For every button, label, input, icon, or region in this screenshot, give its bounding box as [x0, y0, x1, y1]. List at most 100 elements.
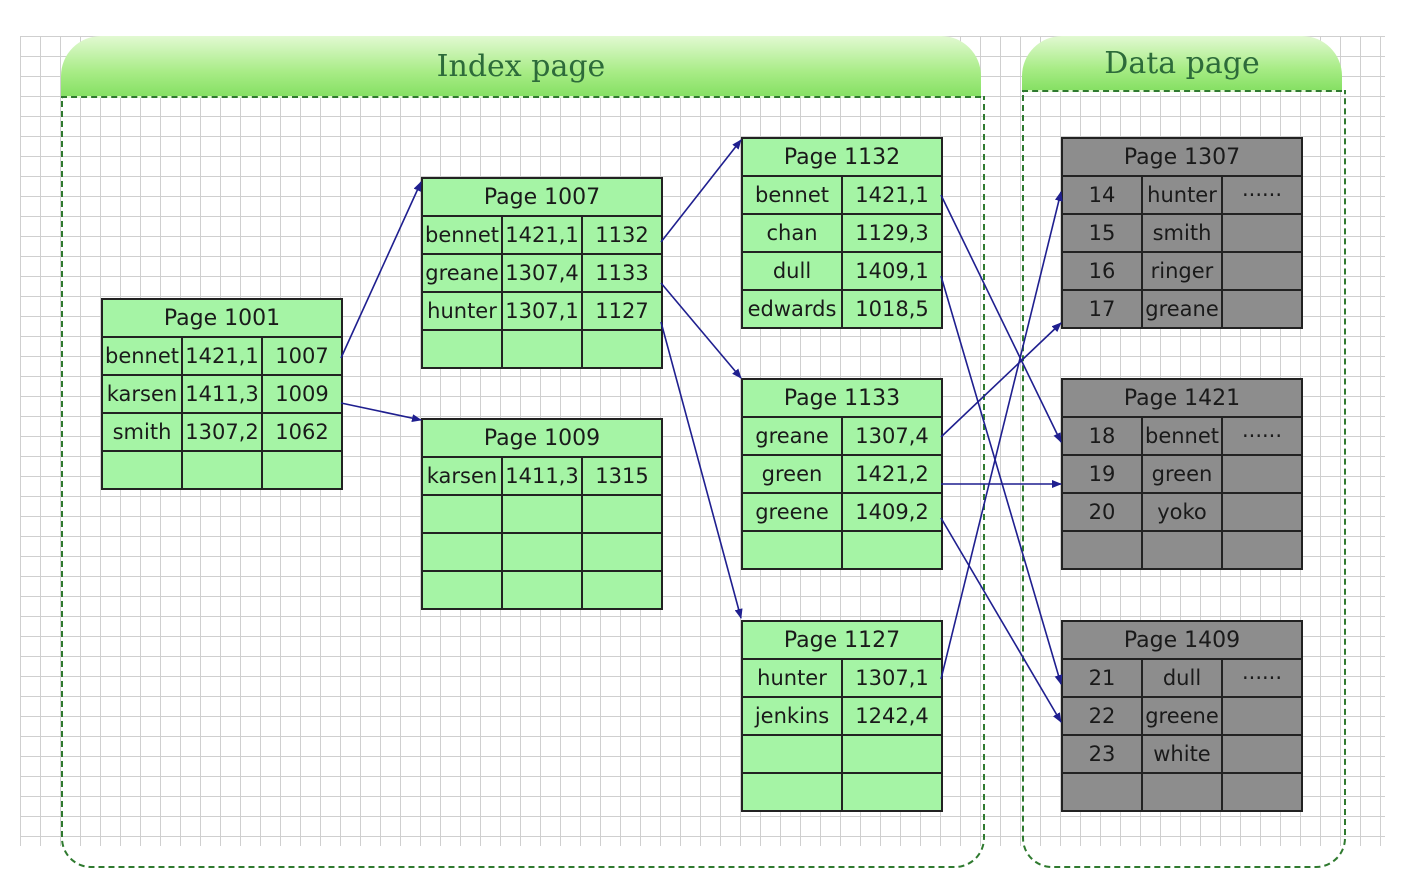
page-1007-rowid: 1307,4 — [501, 253, 583, 293]
page-1307-name: smith — [1141, 213, 1223, 253]
empty-cell — [580, 532, 664, 572]
empty-cell — [421, 494, 503, 534]
page-1007-title: Page 1007 — [420, 177, 664, 217]
empty-cell — [1220, 251, 1304, 291]
empty-cell — [1061, 772, 1143, 812]
page-1133-key: greene — [741, 492, 843, 532]
index-page-region — [61, 96, 985, 868]
page-1307-slot: 17 — [1061, 289, 1143, 329]
page-1001-table: Page 1001 bennet 1421,1 1007 karsen 1411… — [100, 298, 344, 490]
empty-cell — [841, 530, 943, 570]
arrow-bennet-to-1421 — [940, 194, 1062, 443]
empty-cell — [501, 329, 583, 369]
page-1133-key: green — [741, 454, 843, 494]
page-1132-key: bennet — [741, 175, 843, 215]
empty-cell — [741, 734, 843, 774]
arrow-greane-to-1307 — [940, 322, 1062, 438]
empty-cell — [1220, 213, 1304, 253]
page-1127-table: Page 1127 hunter 1307,1 jenkins 1242,4 — [741, 620, 943, 812]
empty-cell — [1220, 530, 1304, 570]
page-1307-more: ······ — [1220, 175, 1304, 215]
page-1307-name: ringer — [1141, 251, 1223, 291]
page-1132-rowid: 1129,3 — [841, 213, 943, 253]
page-1009-key: karsen — [421, 456, 503, 496]
page-1132-rowid: 1409,1 — [841, 251, 943, 291]
page-1409-table: Page 1409 21 dull ······ 22 greene 23 wh… — [1060, 620, 1304, 812]
empty-cell — [1220, 492, 1304, 532]
page-1007-child: 1132 — [580, 215, 664, 255]
page-1409-name: white — [1141, 734, 1223, 774]
page-1009-table: Page 1009 karsen 1411,3 1315 — [420, 418, 664, 610]
page-1409-more: ······ — [1220, 658, 1304, 698]
page-1421-more: ······ — [1220, 416, 1304, 456]
empty-cell — [501, 570, 583, 610]
page-1007-rowid: 1307,1 — [501, 291, 583, 331]
page-1127-title: Page 1127 — [741, 620, 943, 660]
page-1421-name: yoko — [1141, 492, 1223, 532]
arrow-1007-to-1132 — [660, 139, 742, 243]
page-1409-slot: 22 — [1061, 696, 1143, 736]
page-1001-key: karsen — [101, 374, 183, 414]
page-1421-name: green — [1141, 454, 1223, 494]
page-1133-rowid: 1421,2 — [841, 454, 943, 494]
data-page-header: Data page — [1022, 36, 1342, 92]
page-1307-slot: 14 — [1061, 175, 1143, 215]
page-1007-child: 1127 — [580, 291, 664, 331]
empty-cell — [1220, 772, 1304, 812]
page-1409-slot: 23 — [1061, 734, 1143, 774]
empty-cell — [501, 494, 583, 534]
page-1421-table: Page 1421 18 bennet ······ 19 green 20 y… — [1060, 378, 1304, 570]
empty-cell — [580, 494, 664, 534]
empty-cell — [580, 570, 664, 610]
page-1001-key: smith — [101, 412, 183, 452]
arrow-1007-to-1133 — [660, 282, 742, 379]
page-1421-slot: 19 — [1061, 454, 1143, 494]
page-1132-key: chan — [741, 213, 843, 253]
page-1307-name: hunter — [1141, 175, 1223, 215]
data-page-title: Data page — [1104, 45, 1260, 81]
page-1001-rowid: 1421,1 — [181, 336, 263, 376]
empty-cell — [580, 329, 664, 369]
empty-cell — [1141, 772, 1223, 812]
page-1001-child: 1009 — [260, 374, 344, 414]
page-1001-child: 1062 — [260, 412, 344, 452]
empty-cell — [1220, 289, 1304, 329]
page-1001-title: Page 1001 — [100, 298, 344, 338]
page-1132-key: edwards — [741, 289, 843, 329]
empty-cell — [1220, 454, 1304, 494]
page-1132-table: Page 1132 bennet 1421,1 chan 1129,3 dull… — [741, 137, 943, 329]
arrow-dull-to-1409 — [940, 275, 1063, 685]
empty-cell — [1061, 530, 1143, 570]
empty-cell — [1220, 696, 1304, 736]
page-1421-title: Page 1421 — [1060, 378, 1304, 418]
page-1007-table: Page 1007 bennet 1421,1 1132 greane 1307… — [420, 177, 664, 369]
page-1409-name: dull — [1141, 658, 1223, 698]
page-1132-title: Page 1132 — [741, 137, 943, 177]
page-1001-rowid: 1411,3 — [181, 374, 263, 414]
page-1307-title: Page 1307 — [1060, 137, 1304, 177]
page-1007-key: bennet — [421, 215, 503, 255]
page-1007-key: hunter — [421, 291, 503, 331]
page-1421-slot: 18 — [1061, 416, 1143, 456]
page-1007-key: greane — [421, 253, 503, 293]
page-1127-rowid: 1242,4 — [841, 696, 943, 736]
page-1001-key: bennet — [101, 336, 183, 376]
page-1133-key: greane — [741, 416, 843, 456]
page-1307-slot: 15 — [1061, 213, 1143, 253]
page-1307-table: Page 1307 14 hunter ······ 15 smith 16 r… — [1060, 137, 1304, 329]
page-1127-rowid: 1307,1 — [841, 658, 943, 698]
page-1009-title: Page 1009 — [420, 418, 664, 458]
empty-cell — [421, 329, 503, 369]
page-1307-name: greane — [1141, 289, 1223, 329]
page-1132-key: dull — [741, 251, 843, 291]
data-page-region — [1022, 90, 1346, 868]
index-page-header: Index page — [61, 36, 981, 98]
page-1001-child: 1007 — [260, 336, 344, 376]
empty-cell — [741, 772, 843, 812]
arrow-1001-to-1007 — [340, 181, 422, 359]
page-1133-rowid: 1409,2 — [841, 492, 943, 532]
index-page-title: Index page — [436, 48, 606, 84]
page-1133-title: Page 1133 — [741, 378, 943, 418]
